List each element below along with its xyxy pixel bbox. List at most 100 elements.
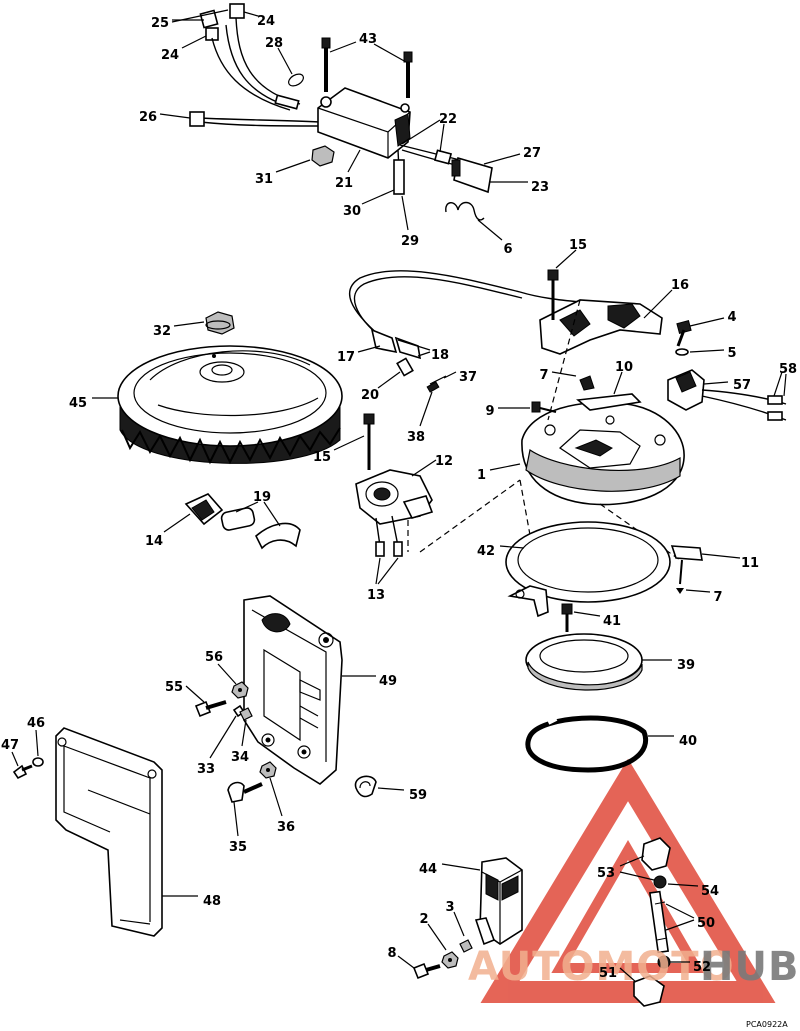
callout-label: 26 bbox=[139, 110, 157, 125]
small-parts-20-37-38 bbox=[396, 357, 447, 393]
leader-line bbox=[347, 149, 361, 173]
leader-line bbox=[773, 371, 783, 397]
leader-line bbox=[233, 801, 239, 837]
leader-line bbox=[441, 863, 481, 871]
leader-line bbox=[643, 289, 673, 319]
leader-line bbox=[357, 345, 381, 353]
leader-line bbox=[209, 715, 237, 759]
leader-line bbox=[701, 553, 741, 559]
armature-plate-1 bbox=[521, 375, 685, 506]
leader-line bbox=[173, 321, 205, 327]
leader-line bbox=[241, 719, 247, 747]
watermark-text-primary: AUTOMOTO bbox=[468, 944, 735, 990]
callout-label: 58 bbox=[779, 362, 797, 377]
callout-label: 56 bbox=[205, 650, 223, 665]
power-pack-21 bbox=[311, 37, 493, 221]
callout-label: 37 bbox=[459, 370, 477, 385]
module-44 bbox=[474, 857, 523, 946]
leader-line bbox=[171, 9, 229, 23]
leader-line bbox=[377, 787, 405, 791]
leader-line bbox=[443, 371, 457, 379]
leader-line bbox=[401, 119, 441, 145]
leader-line bbox=[243, 11, 259, 17]
leader-line bbox=[619, 967, 637, 983]
callout-label: 21 bbox=[335, 176, 353, 191]
leader-line bbox=[619, 871, 655, 881]
leader-line bbox=[439, 123, 445, 153]
callout-label: 20 bbox=[361, 388, 379, 403]
coil-12 bbox=[355, 413, 434, 557]
callout-label: 55 bbox=[165, 680, 183, 695]
callout-label: 51 bbox=[599, 966, 617, 981]
callout-label: 33 bbox=[197, 762, 215, 777]
callout-label: 8 bbox=[387, 946, 396, 961]
leader-line bbox=[269, 777, 283, 817]
callout-label: 52 bbox=[693, 960, 711, 975]
leader-line bbox=[703, 381, 729, 385]
callout-label: 18 bbox=[431, 348, 449, 363]
figure-code: PCA0922A bbox=[746, 1020, 788, 1029]
callout-label: 39 bbox=[677, 658, 695, 673]
callout-label: 4 bbox=[727, 310, 736, 325]
rings-39-40 bbox=[525, 603, 649, 773]
callout-label: 13 bbox=[367, 588, 385, 603]
callout-label: 29 bbox=[401, 234, 419, 249]
callout-label: 35 bbox=[229, 840, 247, 855]
callout-label: 44 bbox=[419, 862, 437, 877]
leader-line bbox=[499, 545, 525, 549]
leader-line bbox=[263, 501, 281, 527]
leader-line bbox=[453, 911, 465, 937]
callout-label: 43 bbox=[359, 32, 377, 47]
leader-line bbox=[333, 435, 365, 451]
leader-line bbox=[667, 883, 699, 887]
leader-line bbox=[373, 43, 407, 63]
leader-line bbox=[685, 589, 711, 593]
sensor-57 bbox=[667, 369, 787, 421]
callout-label: 15 bbox=[569, 238, 587, 253]
callout-label: 17 bbox=[337, 350, 355, 365]
callout-label: 22 bbox=[439, 112, 457, 127]
leader-line bbox=[489, 463, 521, 471]
leader-line bbox=[573, 611, 601, 617]
callout-label: 46 bbox=[27, 716, 45, 731]
leader-line bbox=[163, 513, 191, 533]
callout-label: 57 bbox=[733, 378, 751, 393]
callout-label: 23 bbox=[531, 180, 549, 195]
leader-line bbox=[619, 855, 645, 867]
leader-line bbox=[217, 663, 237, 685]
callout-label: 34 bbox=[231, 750, 249, 765]
callout-label: 28 bbox=[265, 36, 283, 51]
leader-line bbox=[329, 41, 357, 53]
callout-label: 24 bbox=[257, 14, 275, 29]
leader-line bbox=[483, 153, 521, 165]
leader-line bbox=[35, 729, 39, 757]
leader-line bbox=[235, 501, 259, 513]
callout-label: 10 bbox=[615, 360, 633, 375]
callout-label: 7 bbox=[713, 590, 722, 605]
callout-label: 40 bbox=[679, 734, 697, 749]
callout-label: 6 bbox=[503, 242, 512, 257]
callout-label: 47 bbox=[1, 738, 19, 753]
callout-label: 41 bbox=[603, 614, 621, 629]
clamp-59 bbox=[354, 775, 377, 798]
callout-label: 48 bbox=[203, 894, 221, 909]
callout-label: 45 bbox=[69, 396, 87, 411]
hardware-44 bbox=[412, 939, 473, 980]
leader-line bbox=[419, 391, 433, 427]
watermark-text: AUTOMOTO HUB bbox=[468, 944, 799, 990]
leader-line bbox=[417, 351, 431, 357]
cover-48 bbox=[12, 727, 163, 937]
leader-line bbox=[275, 159, 311, 173]
leader-line bbox=[159, 113, 191, 119]
leader-line bbox=[477, 219, 503, 241]
leader-line bbox=[689, 349, 725, 353]
leader-line bbox=[665, 903, 695, 919]
watermark-text-secondary: HUB bbox=[700, 944, 799, 990]
flywheel-45 bbox=[117, 311, 343, 465]
callout-label: 19 bbox=[253, 490, 271, 505]
callout-label: 53 bbox=[597, 866, 615, 881]
callout-label: 9 bbox=[485, 404, 494, 419]
callout-label: 42 bbox=[477, 544, 495, 559]
